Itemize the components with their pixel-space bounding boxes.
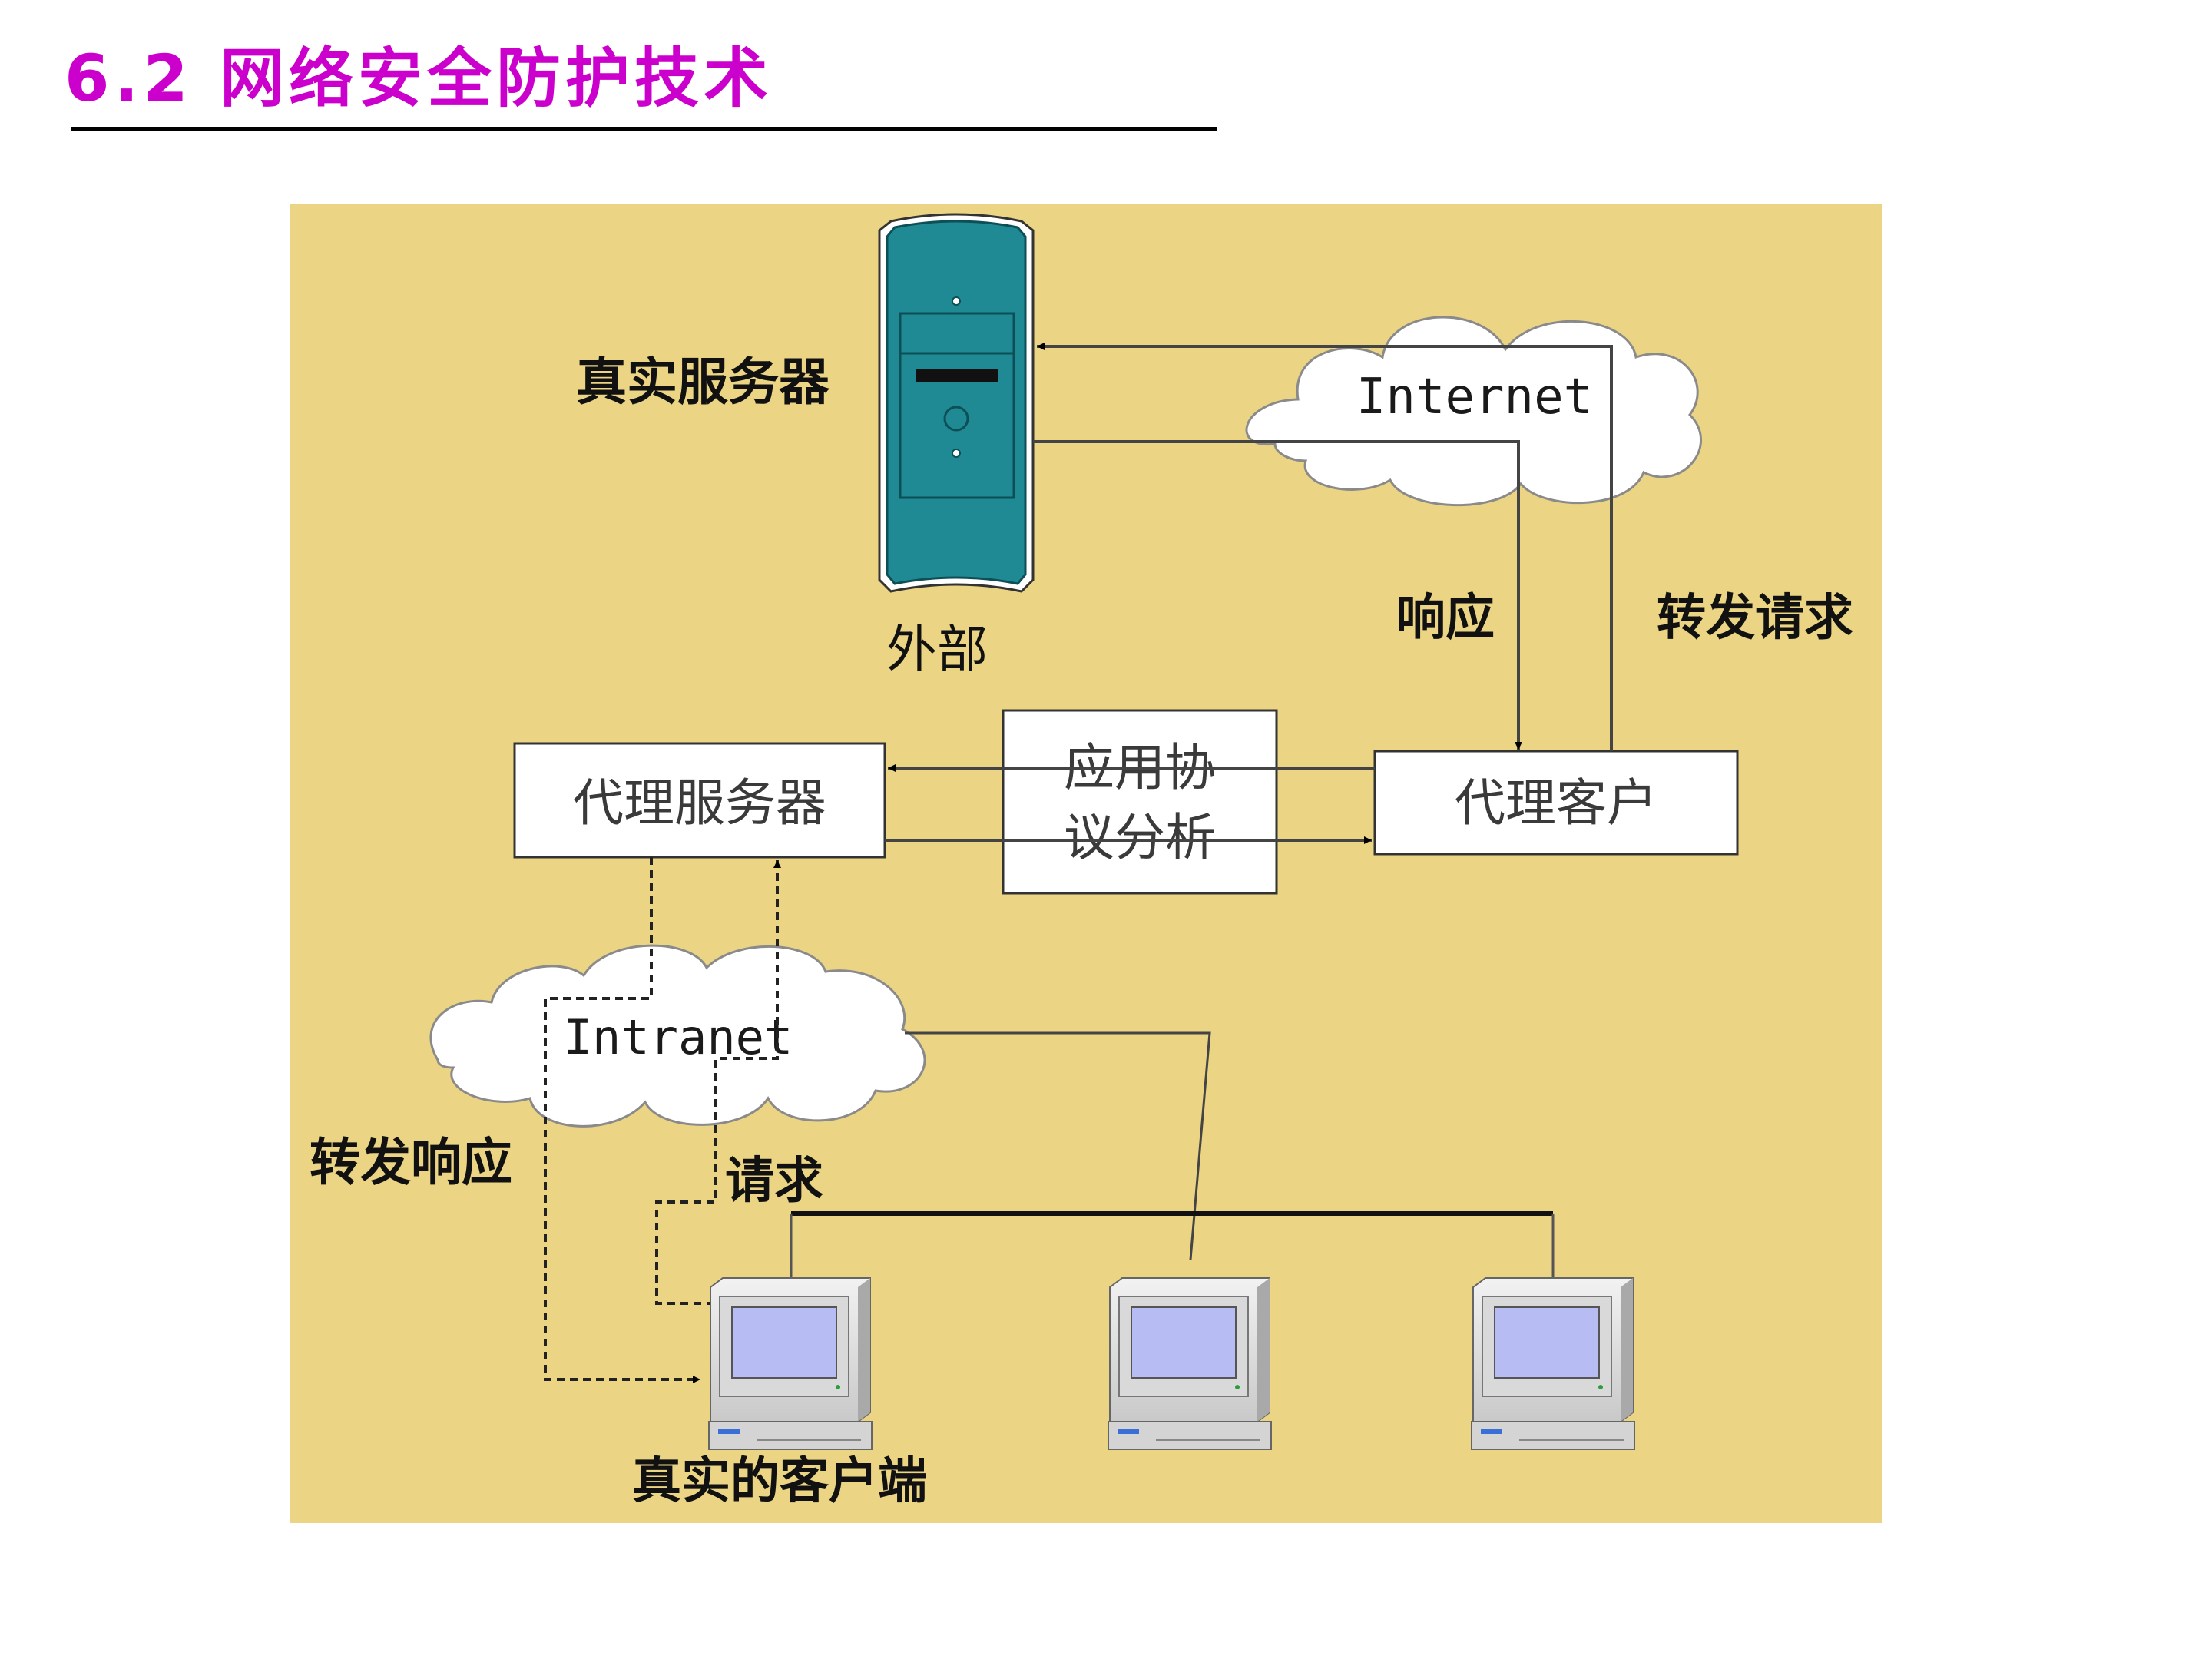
proxy-architecture-diagram: Internet Intranet 真实服务器 外部 代理服务器 应用协 议分析… (290, 204, 1882, 1523)
protocol-analysis-box: 应用协 议分析 (1002, 709, 1278, 895)
protocol-analysis-label-line2: 议分析 (1064, 808, 1216, 867)
page-title: 6.2 网络安全防护技术 (65, 41, 773, 116)
real-server-tower (878, 213, 1035, 593)
external-label: 外部 (886, 620, 988, 679)
intranet-cloud: Intranet (429, 944, 926, 1128)
intranet-label: Intranet (564, 1009, 793, 1065)
proxy-client-label: 代理客户 (1455, 773, 1657, 833)
internet-label: Internet (1356, 369, 1593, 426)
forward-response-label: 转发响应 (310, 1132, 512, 1192)
forward-request-arrow (1037, 343, 1613, 751)
forward-request-label: 转发请求 (1657, 589, 1853, 647)
real-clients-label: 真实的客户端 (632, 1452, 927, 1510)
intranet-uplink (905, 1031, 1211, 1260)
client-computer-1 (708, 1277, 873, 1450)
proxy-server-box: 代理服务器 (513, 742, 886, 859)
response-label: 响应 (1396, 589, 1495, 647)
client-computer-3 (1471, 1277, 1635, 1450)
proxy-client-box: 代理客户 (1373, 750, 1739, 856)
real-server-label: 真实服务器 (576, 352, 830, 412)
request-arrow (655, 860, 781, 1305)
forward-response-arrow (544, 857, 700, 1383)
response-arrow (1033, 440, 1522, 750)
client-computer-2 (1108, 1277, 1272, 1450)
internet-cloud: Internet (1245, 316, 1702, 507)
request-label: 请求 (725, 1152, 823, 1210)
proxy-server-label: 代理服务器 (573, 773, 826, 833)
title-underline (71, 127, 1217, 131)
